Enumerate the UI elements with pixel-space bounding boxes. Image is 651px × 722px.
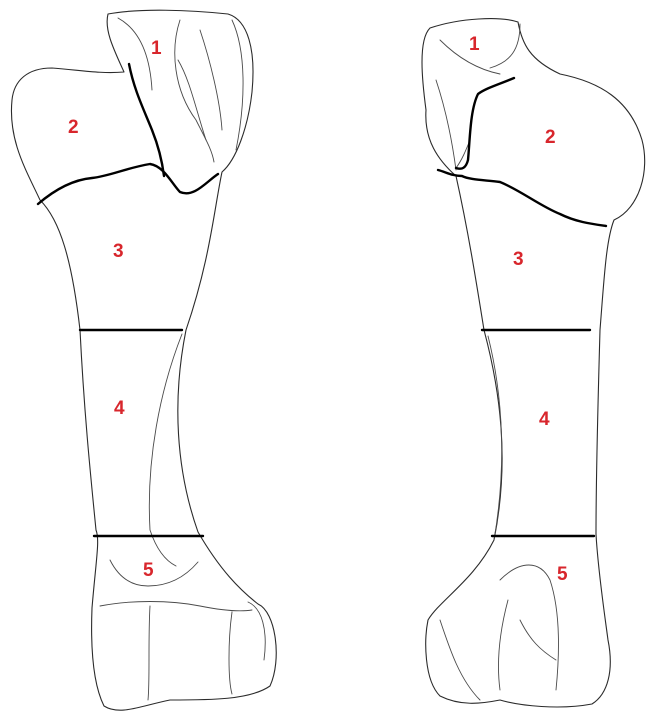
- right-region-label-4: 4: [539, 409, 550, 430]
- right-condyle-detail: [440, 565, 558, 700]
- left-shaft-ridge: [149, 334, 182, 566]
- left-region-label-1: 1: [151, 38, 162, 59]
- left-head-detail: [178, 60, 206, 140]
- right-region-label-5: 5: [557, 564, 568, 585]
- right-bone-view: 1 2 3 4 5: [422, 19, 645, 707]
- left-condyle-detail: [100, 560, 265, 700]
- left-bone-outline: [11, 10, 276, 710]
- right-region-label-2: 2: [545, 127, 556, 148]
- left-bone-view: 1 2 3 4 5: [11, 10, 276, 710]
- right-shaft-ridge: [488, 336, 502, 540]
- right-divider-1-2: [456, 78, 514, 169]
- left-region-label-5: 5: [143, 560, 154, 581]
- left-region-label-2: 2: [68, 117, 79, 138]
- right-divider-2-3: [438, 170, 606, 226]
- right-bone-outline: [422, 19, 645, 707]
- left-divider-1-2: [129, 64, 164, 176]
- left-divider-2-3: [38, 164, 218, 204]
- left-region-label-4: 4: [114, 398, 125, 419]
- right-region-label-3: 3: [513, 249, 524, 270]
- right-region-label-1: 1: [469, 34, 480, 55]
- left-region-label-3: 3: [113, 241, 124, 262]
